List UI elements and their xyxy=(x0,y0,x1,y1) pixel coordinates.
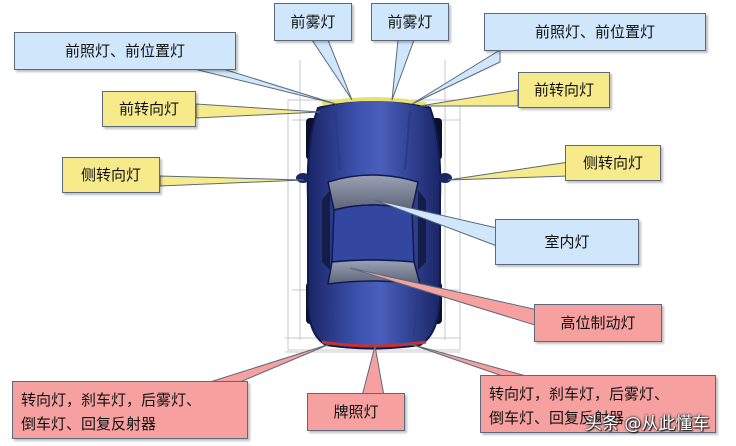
label-rear-lights-right: 转向灯，刹车灯，后雾灯、 倒车灯、回复反射器 xyxy=(480,375,716,433)
label-interior-light: 室内灯 xyxy=(495,219,639,265)
label-plate-light: 牌照灯 xyxy=(307,393,405,431)
label-side-turn-right: 侧转向灯 xyxy=(565,145,661,181)
watermark: 头条 @从此懂车 xyxy=(585,414,710,434)
label-front-fog-left: 前雾灯 xyxy=(274,3,352,41)
rear-right-line-2: 倒车灯、回复反射器 xyxy=(489,409,625,427)
car-top-view xyxy=(296,97,452,350)
label-headlight-position-left: 前照灯、前位置灯 xyxy=(14,32,236,70)
rear-right-line-1: 转向灯，刹车灯，后雾灯、 xyxy=(489,385,670,403)
label-front-turn-left: 前转向灯 xyxy=(102,91,196,127)
rear-left-line-2: 倒车灯、回复反射器 xyxy=(21,415,157,433)
label-rear-lights-left: 转向灯，刹车灯，后雾灯、 倒车灯、回复反射器 xyxy=(12,381,248,439)
label-headlight-position-right: 前照灯、前位置灯 xyxy=(484,13,706,51)
label-front-fog-right: 前雾灯 xyxy=(371,3,449,41)
label-front-turn-right: 前转向灯 xyxy=(518,72,610,108)
label-high-brake-light: 高位制动灯 xyxy=(534,304,662,342)
callout-pointers xyxy=(159,39,570,397)
rear-left-line-1: 转向灯，刹车灯，后雾灯、 xyxy=(21,391,202,409)
label-side-turn-left: 侧转向灯 xyxy=(62,157,160,193)
